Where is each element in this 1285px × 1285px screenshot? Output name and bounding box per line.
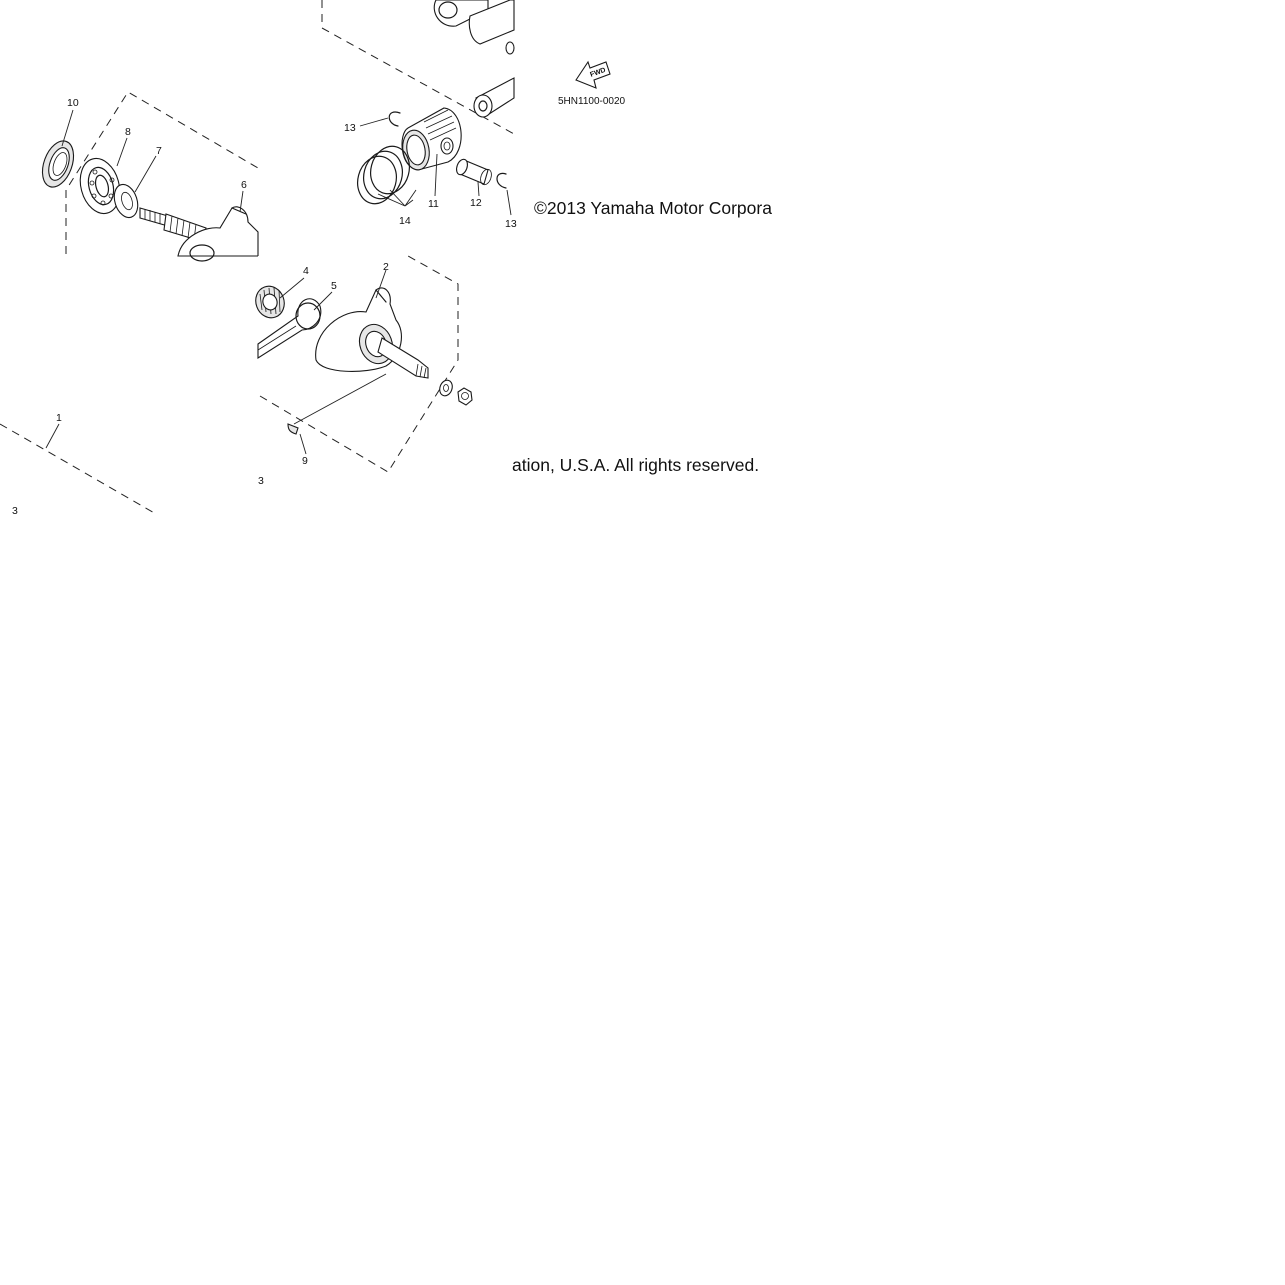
washer-right <box>439 379 453 397</box>
left-crank-drawing: 10 8 7 6 <box>41 91 259 262</box>
assembly-outline-left <box>65 91 259 254</box>
leader-9 <box>299 433 307 455</box>
callout-7: 7 <box>156 145 162 157</box>
callout-12: 12 <box>470 197 482 209</box>
callout-4: 4 <box>303 265 309 277</box>
circlip-13-right <box>496 172 507 189</box>
lower-left-drawing: 1 3 <box>0 412 157 517</box>
copyright-line-1: ©2013 Yamaha Motor Corpora <box>534 198 772 218</box>
washer-7 <box>113 183 139 219</box>
callout-10: 10 <box>67 97 79 109</box>
circlip-13-left <box>388 111 401 127</box>
leader-2 <box>375 269 387 299</box>
piston-group-drawing: 13 11 12 13 14 <box>321 0 517 230</box>
bearing-8 <box>79 157 121 215</box>
leader-13-right <box>506 189 512 216</box>
leader-4 <box>279 277 305 299</box>
tile-lower-left: 1 3 <box>0 402 160 517</box>
tile-fwd-code: FWD 5HN1100-0020 <box>552 56 648 108</box>
leader-7 <box>134 155 157 193</box>
callout-3-left: 3 <box>12 505 18 517</box>
callout-3-mid: 3 <box>258 475 264 487</box>
leader-12 <box>477 181 480 197</box>
callout-11: 11 <box>428 198 439 210</box>
right-crank-drawing: 4 5 2 9 3 <box>255 255 473 487</box>
assembly-outline-lower <box>0 423 157 515</box>
leader-11 <box>434 153 438 197</box>
fwd-arrow-icon: FWD <box>575 60 611 89</box>
leader-13-left <box>359 117 389 127</box>
callout-9: 9 <box>302 455 308 467</box>
leader-6 <box>239 190 244 213</box>
part-code: 5HN1100-0020 <box>558 96 626 107</box>
leader-1 <box>45 423 60 449</box>
piston-11 <box>401 107 462 171</box>
woodruff-key-9 <box>287 373 387 435</box>
upper-conrod-partial <box>433 0 515 118</box>
piston-rings-14 <box>357 145 410 205</box>
callout-14: 14 <box>399 215 411 227</box>
callout-8: 8 <box>125 126 131 138</box>
fwd-arrow-drawing: FWD 5HN1100-0020 <box>558 60 626 107</box>
leader-5 <box>313 291 333 311</box>
nut-right <box>457 387 473 406</box>
assembly-outline-piston <box>321 0 515 135</box>
piston-pin-12 <box>456 158 492 186</box>
callout-6: 6 <box>241 179 247 191</box>
leader-10 <box>61 109 74 147</box>
callout-13-right: 13 <box>505 218 517 230</box>
leader-14 <box>377 189 417 207</box>
tile-piston-group: 13 11 12 13 14 <box>320 0 517 230</box>
tile-right-crank: 4 5 2 9 3 <box>255 255 514 487</box>
oil-seal-10 <box>41 140 75 188</box>
needle-bearing-4 <box>255 285 285 319</box>
callout-2: 2 <box>383 261 389 273</box>
callout-13-left: 13 <box>344 122 356 134</box>
leader-8 <box>116 137 128 167</box>
callout-5: 5 <box>331 280 337 292</box>
callout-1: 1 <box>56 412 62 424</box>
crank-half-2 <box>315 287 429 379</box>
copyright-line-2: ation, U.S.A. All rights reserved. <box>512 455 760 475</box>
crank-half-6 <box>139 206 259 262</box>
connecting-rod-5 <box>257 298 322 360</box>
tile-left-crank: 10 8 7 6 <box>0 0 259 262</box>
assembly-outline-right <box>259 255 459 473</box>
